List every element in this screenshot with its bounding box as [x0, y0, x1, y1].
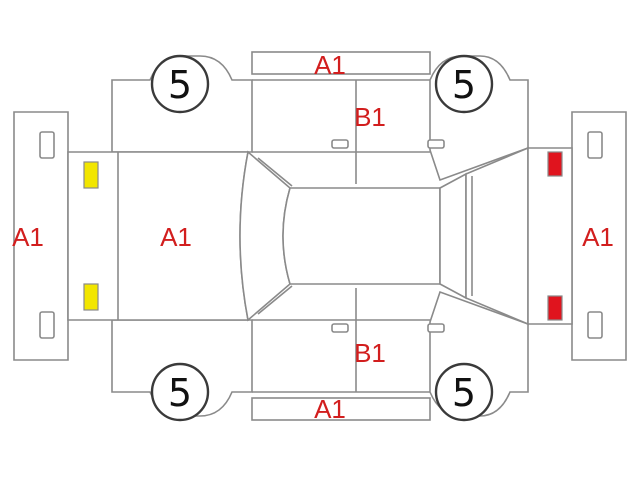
tire-front-lower: 5 [150, 362, 210, 422]
trunk [465, 146, 529, 326]
front-bumper [13, 111, 69, 361]
tire-rear-upper: 5 [434, 54, 494, 114]
lower-door-code: B1 [354, 338, 386, 368]
tire-front-lower-label: 5 [168, 371, 192, 415]
rear-window [439, 172, 467, 300]
rear-bumper-code: A1 [582, 222, 614, 252]
upper-door-code: B1 [354, 102, 386, 132]
bottom-sill [251, 397, 431, 421]
rear-lamp-top [547, 151, 563, 177]
tire-rear-lower: 5 [434, 362, 494, 422]
tire-rear-lower-label: 5 [452, 371, 476, 415]
roof-top-code: A1 [314, 50, 346, 80]
tire-front-upper: 5 [150, 54, 210, 114]
front-lamp-bottom [83, 283, 99, 311]
top-sill [251, 51, 431, 75]
roof [282, 187, 441, 285]
front-bumper-code: A1 [12, 222, 44, 252]
tire-rear-upper-label: 5 [452, 63, 476, 107]
tire-front-upper-label: 5 [168, 63, 192, 107]
rear-lamp-bottom [547, 295, 563, 321]
hood-code: A1 [160, 222, 192, 252]
roof-bottom-code: A1 [314, 394, 346, 424]
front-lamp-top [83, 161, 99, 189]
